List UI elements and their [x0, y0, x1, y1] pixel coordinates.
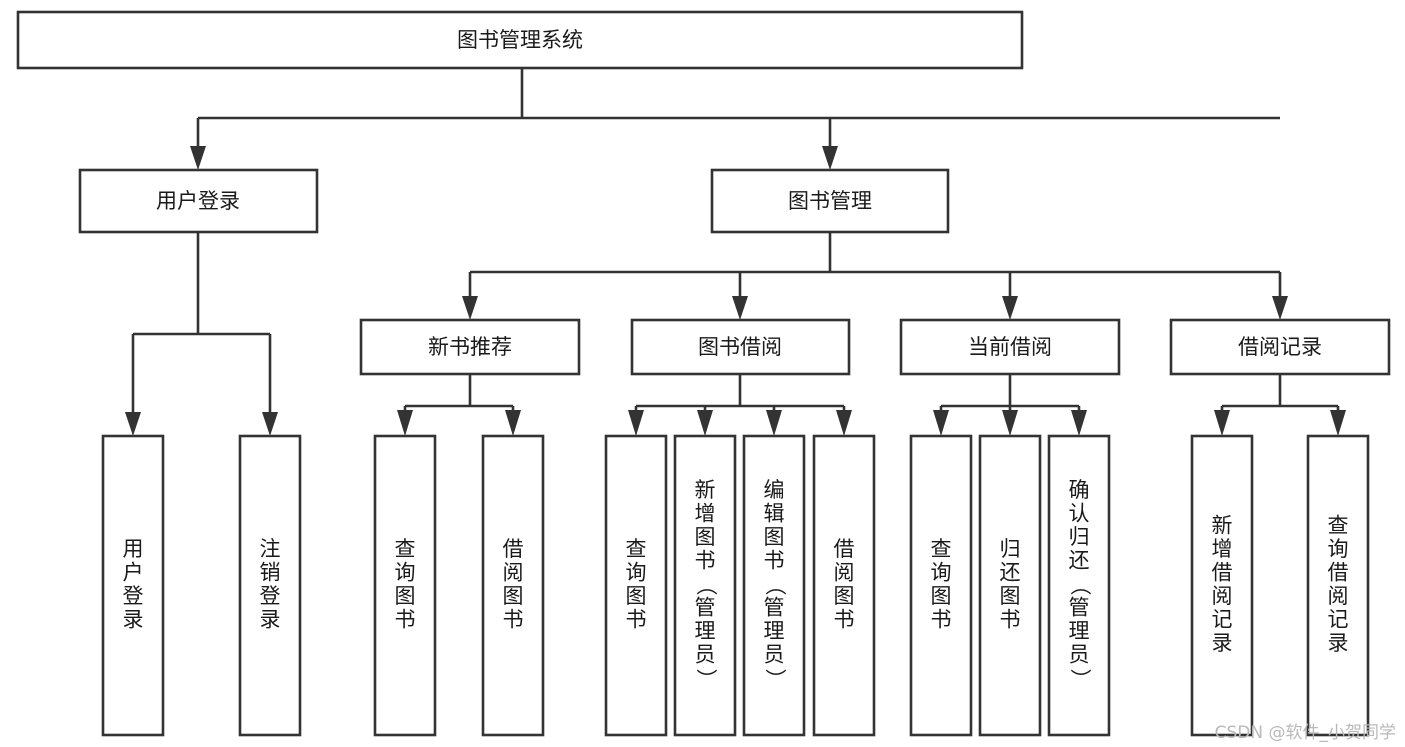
node-leaf-borrow-book-2[interactable]: 借阅图书 — [812, 434, 876, 737]
node-leaf-borrow-book-1[interactable]: 借阅图书 — [481, 434, 545, 737]
node-user-login-label: 用户登录 — [156, 189, 240, 213]
node-leaf-return-book-box[interactable] — [978, 434, 1042, 737]
node-leaf-user-login[interactable]: 用户登录 — [101, 434, 165, 737]
node-leaf-user-login-label: 用户登录 — [123, 537, 144, 632]
node-leaf-borrow-book-2-box[interactable] — [812, 434, 876, 737]
arrow-head-icon — [1071, 410, 1087, 436]
node-book-manage-label: 图书管理 — [788, 189, 872, 213]
node-leaf-logout-login-label: 注销登录 — [260, 537, 281, 632]
node-borrow-record[interactable]: 借阅记录 — [1169, 318, 1391, 376]
node-leaf-return-book-label: 归还图书 — [1000, 537, 1021, 632]
arrow-head-icon — [766, 410, 782, 436]
node-user-login[interactable]: 用户登录 — [78, 168, 319, 234]
arrow-head-icon — [836, 410, 852, 436]
node-leaf-add-book-label: 新增图书管理员 — [695, 478, 716, 667]
node-leaf-add-book[interactable]: 新增图书管理员 （ ） — [673, 434, 737, 737]
node-leaf-add-record-box[interactable] — [1190, 434, 1254, 737]
node-leaf-query-book-3-box[interactable] — [909, 434, 973, 737]
node-leaf-query-record[interactable]: 查询借阅记录 — [1306, 434, 1370, 737]
node-leaf-return-book[interactable]: 归还图书 — [978, 434, 1042, 737]
node-book-manage-box[interactable] — [710, 168, 950, 234]
node-borrow-record-label: 借阅记录 — [1238, 335, 1322, 359]
node-leaf-confirm-return-box[interactable] — [1047, 434, 1111, 737]
node-book-manage[interactable]: 图书管理 — [710, 168, 950, 234]
node-leaf-add-record[interactable]: 新增借阅记录 — [1190, 434, 1254, 737]
node-leaf-logout-login-box[interactable] — [238, 434, 302, 737]
vertical-paren-glyph: （ — [694, 575, 718, 596]
node-new-book-recommend[interactable]: 新书推荐 — [359, 318, 581, 376]
node-leaf-query-book-2[interactable]: 查询图书 — [604, 434, 668, 737]
arrow-head-icon — [1272, 296, 1288, 320]
arrow-head-icon — [822, 146, 838, 170]
node-leaf-edit-book[interactable]: 编辑图书管理员 （ ） — [742, 434, 806, 737]
arrow-head-icon — [125, 412, 141, 436]
node-leaf-query-book-2-label: 查询图书 — [626, 537, 647, 632]
connector-layer — [125, 68, 1346, 436]
node-leaf-user-login-box[interactable] — [101, 434, 165, 737]
vertical-paren-glyph: （ — [1068, 575, 1092, 596]
node-leaf-confirm-return-label: 确认归还管理员 — [1069, 478, 1090, 667]
arrow-head-icon — [628, 410, 644, 436]
node-leaf-query-book-3-label: 查询图书 — [931, 537, 952, 632]
node-borrow-record-box[interactable] — [1169, 318, 1391, 376]
node-book-borrow[interactable]: 图书借阅 — [630, 318, 851, 376]
node-leaf-query-book-1-label: 查询图书 — [395, 537, 416, 632]
node-current-borrow-label: 当前借阅 — [968, 335, 1052, 359]
node-book-borrow-label: 图书借阅 — [698, 335, 782, 359]
node-leaf-logout-login[interactable]: 注销登录 — [238, 434, 302, 737]
node-current-borrow-box[interactable] — [899, 318, 1121, 376]
node-leaf-edit-book-box[interactable] — [742, 434, 806, 737]
node-leaf-query-book-1-box[interactable] — [373, 434, 437, 737]
arrow-head-icon — [732, 296, 748, 320]
csdn-watermark: CSDN @软件_小贺同学 — [1215, 723, 1396, 743]
node-leaf-borrow-book-1-label: 借阅图书 — [503, 537, 524, 632]
node-leaf-add-record-label: 新增借阅记录 — [1212, 513, 1233, 655]
node-user-login-box[interactable] — [78, 168, 319, 234]
vertical-paren-glyph: ） — [763, 669, 787, 690]
node-root-box[interactable] — [16, 10, 1024, 70]
node-root-label: 图书管理系统 — [457, 28, 583, 52]
node-book-borrow-box[interactable] — [630, 318, 851, 376]
node-leaf-borrow-book-1-box[interactable] — [481, 434, 545, 737]
arrow-head-icon — [262, 412, 278, 436]
arrow-head-icon — [397, 410, 413, 436]
arrow-head-icon — [1330, 410, 1346, 436]
node-leaf-query-record-box[interactable] — [1306, 434, 1370, 737]
vertical-paren-glyph: ） — [694, 669, 718, 690]
node-new-book-recommend-box[interactable] — [359, 318, 581, 376]
arrow-head-icon — [933, 410, 949, 436]
arrow-head-icon — [190, 146, 206, 170]
arrow-head-icon — [1002, 410, 1018, 436]
node-leaf-add-book-box[interactable] — [673, 434, 737, 737]
vertical-paren-glyph: ） — [1068, 669, 1092, 690]
node-leaf-query-book-2-box[interactable] — [604, 434, 668, 737]
leaf-nodes-layer: 用户登录 注销登录 查询图书 借阅图书 查询图书 新增图书管理员 （ — [101, 434, 1370, 737]
node-root[interactable]: 图书管理系统 — [16, 10, 1024, 70]
node-new-book-recommend-label: 新书推荐 — [428, 335, 512, 359]
node-leaf-borrow-book-2-label: 借阅图书 — [834, 537, 855, 632]
node-current-borrow[interactable]: 当前借阅 — [899, 318, 1121, 376]
node-leaf-edit-book-label: 编辑图书管理员 — [764, 478, 785, 667]
vertical-paren-glyph: （ — [763, 575, 787, 596]
arrow-head-icon — [1002, 296, 1018, 320]
arrow-head-icon — [505, 410, 521, 436]
arrow-head-icon — [462, 296, 478, 320]
node-leaf-query-book-3[interactable]: 查询图书 — [909, 434, 973, 737]
arrow-head-icon — [1214, 410, 1230, 436]
node-leaf-query-book-1[interactable]: 查询图书 — [373, 434, 437, 737]
node-leaf-query-record-label: 查询借阅记录 — [1328, 513, 1349, 655]
arrow-head-icon — [697, 410, 713, 436]
node-leaf-confirm-return[interactable]: 确认归还管理员 （ ） — [1047, 434, 1111, 737]
